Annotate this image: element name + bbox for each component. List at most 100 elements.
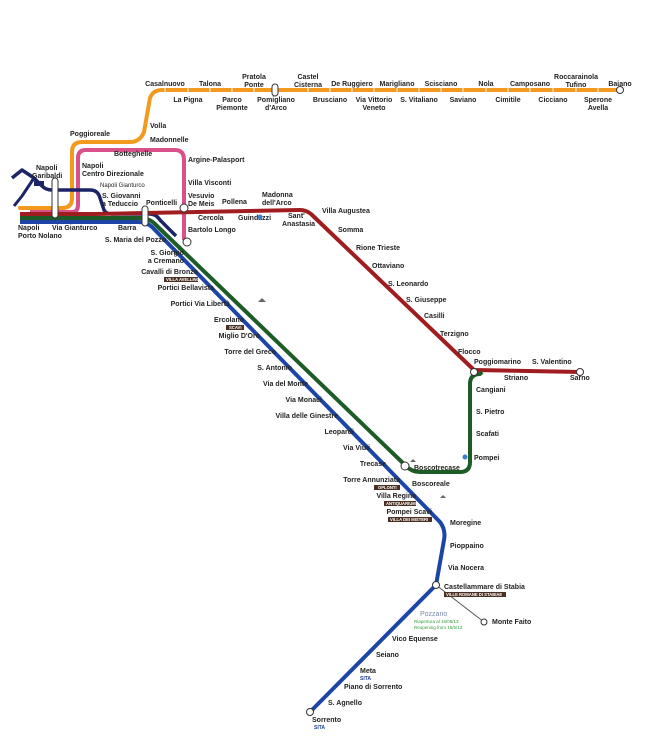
station-label: Meta [360, 668, 376, 675]
sita-badge: SITA [314, 725, 325, 731]
station-label: Cisterna [294, 82, 322, 89]
terminal-baiano [616, 86, 624, 94]
station-label: Torre Annunziata [343, 477, 400, 484]
station-label: Via Monaci [286, 397, 322, 404]
station-label: Ponte [244, 82, 264, 89]
station-label: Piemonte [216, 105, 248, 112]
station-label: Cercola [198, 215, 224, 222]
station-label: Seiano [376, 652, 399, 659]
labels-red: Cercola Pollena Guindazzi Madonna dell'A… [198, 192, 590, 382]
station-label: S. Leonardo [388, 281, 428, 288]
museum-icon [410, 459, 416, 462]
tag-label: SCAVI [229, 325, 242, 330]
station-label: Scisciano [425, 81, 458, 88]
interchange-poggiomarino [470, 368, 478, 376]
station-label: Vico Equense [392, 636, 438, 643]
station-label: Sant' [288, 213, 305, 220]
station-label: Poggiomarino [474, 359, 521, 366]
station-label: Napoli Gianturco [100, 183, 145, 189]
station-label: Sperone [584, 97, 612, 104]
station-label: d'Arco [265, 105, 287, 112]
tag-villa-dei-misteri [388, 517, 432, 522]
tag-villa-avellino [164, 277, 198, 282]
station-label: Via del Monte [263, 381, 308, 388]
station-label: De Meis [188, 201, 215, 208]
labels-orange-top: Casalnuovo Talona Pratola Ponte Castel C… [145, 74, 632, 89]
station-label: Roccarainola [554, 74, 598, 81]
hub-interchange-marks [51, 83, 624, 716]
station-label: Saviano [450, 97, 477, 104]
station-label: Parco [222, 97, 241, 104]
station-label: Portici Via Libertà [171, 301, 230, 308]
tag-label: VILLE ROMANE DI STABIAE [446, 592, 502, 597]
station-label: Argine-Palasport [188, 157, 245, 164]
station-label: Botteghelle [114, 151, 152, 158]
station-label: a Cremano [148, 258, 184, 265]
station-label: Garibaldi [32, 173, 62, 180]
station-label: Avella [588, 105, 608, 112]
station-label: Castellammare di Stabia [444, 584, 525, 591]
station-label: Baiano [608, 81, 631, 88]
terminal-monte-faito [480, 618, 488, 626]
station-label: Villa Augustea [322, 208, 370, 215]
tag-label: VILLA AVELLINO [166, 277, 201, 282]
station-label: Barra [118, 225, 136, 232]
station-label: La Pigna [173, 97, 202, 104]
station-label: Porto Nolano [18, 233, 62, 240]
station-label: S. Giovanni [102, 193, 141, 200]
station-label: Via Gianturco [52, 225, 97, 232]
labels-blue: Moregine Pioppaino Via Nocera Castellamm… [312, 520, 531, 731]
station-label: Via Nocera [448, 565, 484, 572]
tag-antiquarium [384, 501, 416, 506]
parking-icon [257, 214, 263, 220]
interchange-boscotrecase [400, 461, 410, 471]
station-label: Marigliano [379, 81, 414, 88]
station-label: Pomigliano [257, 97, 295, 104]
station-label: Casilli [424, 313, 445, 320]
heritage-tags: VILLA AVELLINO SCAVI OPLONTI ANTIQUARIUM… [164, 277, 506, 597]
station-label: Boscotrecase [414, 465, 460, 472]
station-label: Tufino [566, 82, 587, 89]
terminal-sorrento [306, 708, 314, 716]
museum-icon [258, 298, 266, 302]
tag-label: VILLA DEI MISTERI [390, 517, 428, 522]
tag-label: ANTIQUARIUM [386, 501, 416, 506]
station-label: Sorrento [312, 717, 341, 724]
sita-badge: SITA [360, 676, 371, 682]
station-label: Via Vittorio [356, 97, 393, 104]
station-label: De Ruggiero [331, 81, 373, 88]
station-label: Villa Visconti [188, 180, 231, 187]
station-label: Miglio D'Oro [219, 333, 260, 340]
station-label: Anastasia [282, 221, 315, 228]
station-label: Napoli [18, 225, 39, 232]
station-label: Villa Regina [376, 493, 416, 500]
station-label: Napoli [82, 163, 103, 170]
icons [257, 214, 468, 498]
station-label: Monte Faito [492, 619, 531, 626]
interchange-ponticelli [179, 203, 189, 213]
station-label: Brusciano [313, 97, 347, 104]
station-label: Portici Bellavista [158, 285, 215, 292]
labels-green: Cangiani S. Pietro Scafati Pompei Boscot… [412, 387, 506, 488]
station-label: Boscoreale [412, 481, 450, 488]
line-poggiomarino [20, 216, 484, 474]
station-label: Somma [338, 227, 363, 234]
terminal-sarno [576, 368, 584, 376]
station-label: Via Viuli [343, 445, 370, 452]
station-label: Pioppaino [450, 543, 484, 550]
station-label: Ercolano [214, 317, 244, 324]
pozzano-note: Reopening from 15/5/13 [414, 625, 463, 630]
station-label: Pollena [222, 199, 247, 206]
ticks-orange [164, 88, 599, 92]
station-label: S. Antonio [257, 365, 292, 372]
line-baiano [18, 88, 622, 210]
tag-scavi [226, 325, 244, 330]
station-label: Cicciano [538, 97, 567, 104]
station-label: a Teduccio [102, 201, 138, 208]
station-label: Cangiani [476, 387, 506, 394]
station-label: Terzigno [440, 331, 469, 338]
station-label: Guindazzi [238, 215, 271, 222]
museum-icon [440, 495, 446, 498]
pozzano-note: Riapertura al 15/05/13 [414, 619, 459, 624]
